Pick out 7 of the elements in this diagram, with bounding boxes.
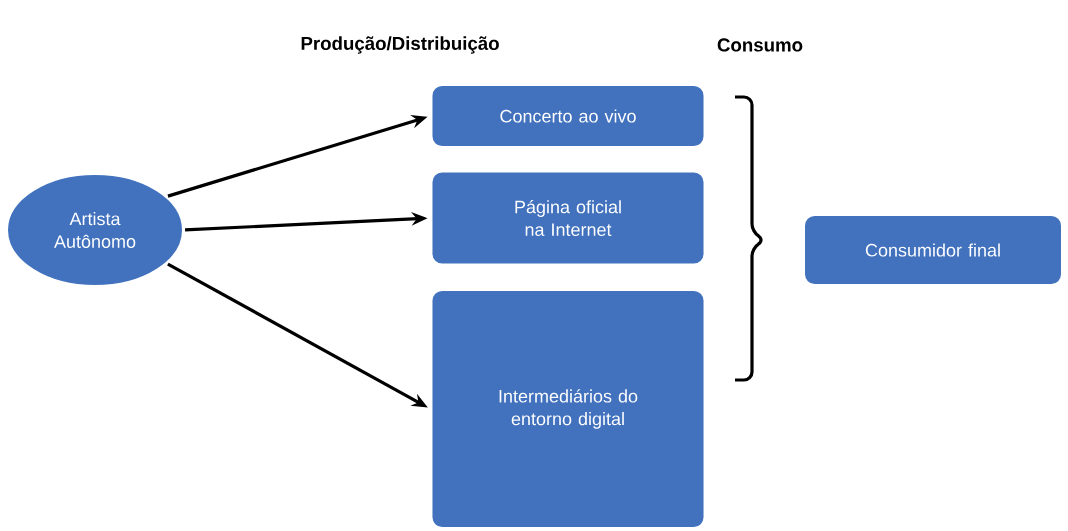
process-box: Página oficial na Internet [430,170,706,266]
column-heading: Produção/Distribuição [301,36,499,54]
process-box: Intermediários do entorno digital [430,289,706,529]
process-box: Consumidor final [803,214,1063,286]
column-heading: Consumo [717,38,803,52]
ellipse-node: Artista Autônomo [6,173,184,287]
process-box: Concerto ao vivo [430,84,706,148]
